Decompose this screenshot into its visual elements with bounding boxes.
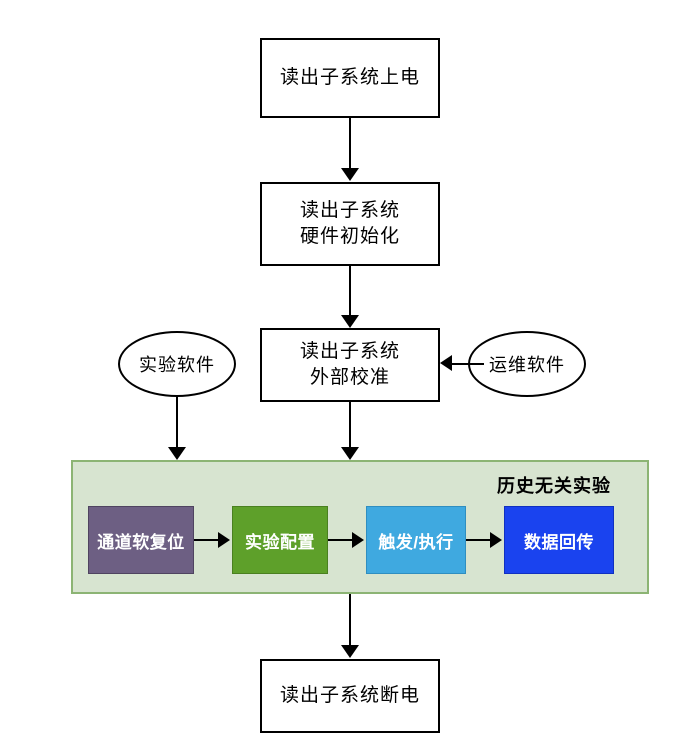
node-operations-software[interactable]: 运维软件 <box>468 331 586 397</box>
edge-ops-to-calib-arrow <box>440 355 452 371</box>
node-hardware-init-label: 读出子系统 硬件初始化 <box>299 199 400 247</box>
stage-experiment-config-label: 实验配置 <box>245 532 315 552</box>
stage-data-readback-label: 数据回传 <box>524 532 594 552</box>
edge-exp-software-to-group-line <box>176 397 178 449</box>
edge-hw-init-to-calib-arrow <box>341 315 359 328</box>
node-power-on[interactable]: 读出子系统上电 <box>260 38 440 118</box>
edge-reset-to-config-line <box>194 539 220 541</box>
edge-group-to-power-off-line <box>349 594 351 650</box>
stage-channel-soft-reset[interactable]: 通道软复位 <box>88 506 194 574</box>
edge-exp-software-to-group-arrow <box>168 447 186 460</box>
edge-group-to-power-off-arrow <box>341 645 359 658</box>
node-experiment-software[interactable]: 实验软件 <box>118 331 236 397</box>
node-external-calibration[interactable]: 读出子系统 外部校准 <box>260 328 440 402</box>
node-hardware-init[interactable]: 读出子系统 硬件初始化 <box>260 182 440 266</box>
edge-calib-to-group-arrow <box>341 447 359 460</box>
edge-trigger-to-readback-arrow <box>490 532 502 548</box>
node-power-on-label: 读出子系统上电 <box>279 66 420 88</box>
edge-trigger-to-readback-line <box>466 539 492 541</box>
node-external-calibration-label: 读出子系统 外部校准 <box>299 340 400 388</box>
edge-calib-to-group-line <box>349 402 351 449</box>
edge-power-on-to-hw-init-arrow <box>341 168 359 181</box>
edge-config-to-trigger-arrow <box>352 532 364 548</box>
stage-trigger-execute-label: 触发/执行 <box>378 532 454 552</box>
edge-power-on-to-hw-init-line <box>349 118 351 170</box>
edge-hw-init-to-calib-line <box>349 266 351 320</box>
node-operations-software-label: 运维软件 <box>489 355 565 375</box>
edge-reset-to-config-arrow <box>218 532 230 548</box>
edge-config-to-trigger-line <box>328 539 354 541</box>
stage-experiment-config[interactable]: 实验配置 <box>232 506 328 574</box>
node-power-off-label: 读出子系统断电 <box>279 684 420 706</box>
stage-channel-soft-reset-label: 通道软复位 <box>97 532 185 552</box>
edge-ops-to-calib-line <box>452 363 484 365</box>
group-panel-title: 历史无关实验 <box>497 476 611 496</box>
node-experiment-software-label: 实验软件 <box>139 355 215 375</box>
node-power-off[interactable]: 读出子系统断电 <box>260 659 440 733</box>
stage-data-readback[interactable]: 数据回传 <box>504 506 614 574</box>
stage-trigger-execute[interactable]: 触发/执行 <box>366 506 466 574</box>
